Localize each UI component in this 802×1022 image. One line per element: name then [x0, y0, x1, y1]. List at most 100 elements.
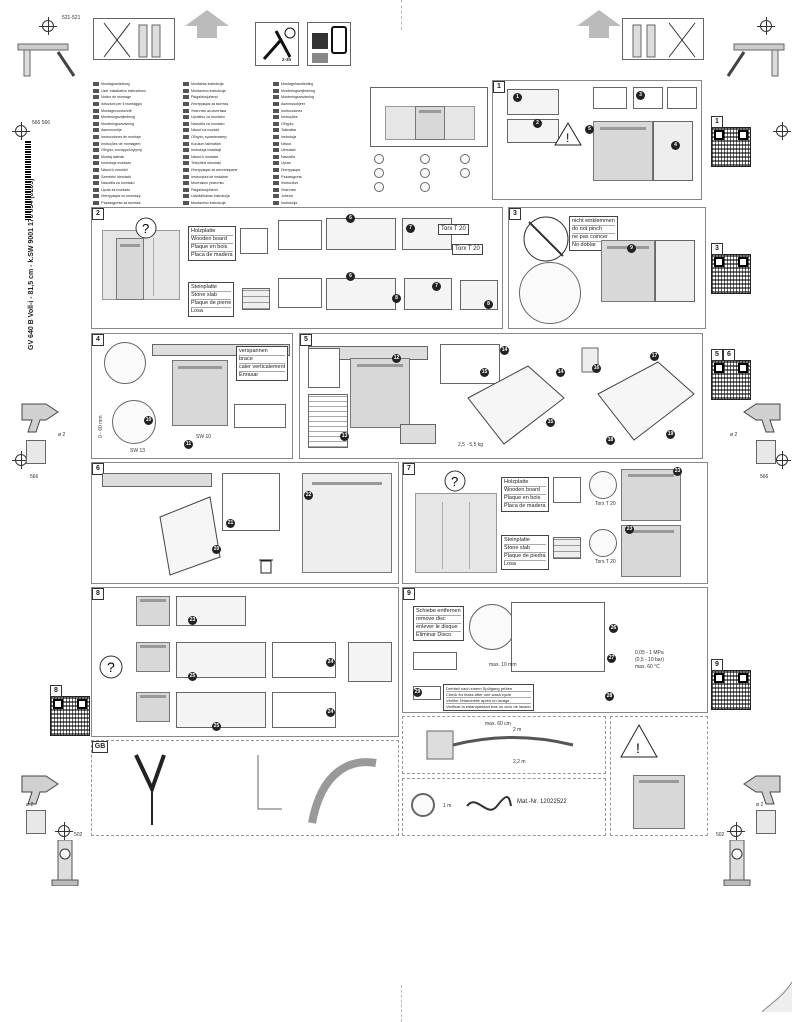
- bullet-24: 24: [326, 708, 335, 717]
- language-label: Montāžas instrukcija: [191, 82, 224, 87]
- drill-dia: ø 2: [756, 802, 764, 808]
- language-row: Kurulum talimatları: [183, 140, 267, 147]
- bullet-28: 28: [605, 692, 614, 701]
- step-5-panel: 5 2,5 - 5,5 kg 12 13 14 14 15 15 16 17 1…: [299, 333, 703, 459]
- qr-tag: 5: [711, 349, 723, 361]
- accessory-parts: [370, 150, 490, 202]
- cross-detail: [667, 87, 697, 109]
- language-label: Инструкции за инсталиране: [191, 168, 238, 173]
- language-row: Paigaldusjuhend: [183, 187, 267, 194]
- brick-icon: [553, 537, 581, 559]
- torx-label: Torx T 20: [452, 244, 483, 255]
- countertop-right-bottom: [404, 278, 452, 310]
- drill-dia: ø 2: [26, 802, 34, 808]
- label-line: Placa de madera: [191, 252, 233, 258]
- dishwasher-front: [136, 642, 170, 672]
- wrench-size: SW 10: [196, 434, 212, 440]
- no-bend-icon: [523, 216, 569, 262]
- language-label: Инструкция: [281, 168, 301, 173]
- dishwasher-open: [302, 473, 392, 573]
- hose-clip-circle: [469, 604, 515, 650]
- language-label: Kurulum talimatları: [191, 141, 221, 146]
- flag-icon: [273, 102, 279, 107]
- language-label: Montagehandleiding: [281, 82, 314, 87]
- language-label: Монтажно упатство: [191, 181, 224, 186]
- language-row: Monteringsvejledning: [93, 114, 177, 121]
- language-label: Montavimo instrukcija: [191, 200, 226, 205]
- part-6: [420, 182, 430, 192]
- flag-icon: [183, 181, 189, 186]
- hose-detail-circle: [519, 262, 581, 324]
- flag-icon: [273, 161, 279, 166]
- drill-hole-detail: [26, 440, 46, 464]
- flag-icon: [273, 174, 279, 179]
- language-row: Montageanleitung: [93, 81, 177, 88]
- bullet-10: 10: [144, 416, 153, 425]
- hose-dim: max. 60 cm: [485, 721, 511, 727]
- label-line: Verificar la estanqueidad tras un ciclo …: [446, 704, 531, 709]
- label-line: Holzplatte: [504, 479, 546, 487]
- door-panel-swing: [159, 496, 221, 576]
- foot-bracket-illustration: [50, 839, 80, 887]
- language-label: User Installation instructions: [101, 88, 146, 93]
- flag-icon: [183, 95, 189, 100]
- language-row: Instrucciones: [273, 107, 357, 114]
- dishwasher-installed: [621, 525, 681, 577]
- language-row: Uzstādīšanas instrukcija: [183, 193, 267, 200]
- language-row: Instrukcija: [273, 200, 357, 207]
- language-row: Instrucţiuni de instalare: [183, 173, 267, 180]
- dishwasher-illustration: [593, 121, 653, 181]
- panel-mount-illustration: [581, 347, 695, 441]
- part-8: [460, 168, 470, 178]
- cabinet-top-strip: [102, 473, 212, 487]
- pressure-bar: (0,5 - 10 bar): [635, 657, 664, 663]
- language-label: Instrukcja: [281, 135, 297, 140]
- toe-kick-detail: [176, 596, 246, 626]
- label-line: nicht einklemmen: [572, 218, 615, 226]
- flag-icon: [183, 174, 189, 179]
- pliers-icon: [134, 754, 166, 825]
- up-arrow-icon: [577, 10, 621, 26]
- bullet-20: 20: [212, 545, 221, 554]
- language-row: Упатство: [273, 187, 357, 194]
- cabinet-corner-illustration: [724, 40, 794, 78]
- flag-icon: [183, 82, 189, 87]
- language-row: Návod k montáži: [93, 167, 177, 174]
- qr-tag: 9: [711, 659, 723, 671]
- language-row: Instrukcja instalacji: [183, 147, 267, 154]
- step-number: 4: [92, 334, 104, 346]
- language-label: Navodila: [281, 154, 295, 159]
- door-panel-illustration: [440, 344, 500, 384]
- bullet-15: 15: [546, 418, 555, 427]
- language-label: Uputa za montažu: [101, 187, 131, 192]
- bullet-14: 14: [556, 368, 565, 377]
- hose-routing-box: max. 60 cm 2 m 2,2 m: [402, 716, 606, 774]
- flag-icon: [93, 128, 99, 133]
- flag-icon: [183, 128, 189, 133]
- language-row: Montāžas instrukcija: [183, 81, 267, 88]
- up-arrow-icon: [185, 10, 229, 26]
- up-arrow-stem: [197, 26, 217, 38]
- language-row: Juhend: [273, 193, 357, 200]
- flag-icon: [273, 108, 279, 113]
- label-line: ne pas coincer: [572, 234, 615, 242]
- question-icon: ?: [444, 470, 466, 492]
- dishwasher-front: [136, 596, 170, 626]
- language-label: Talimatlar: [281, 128, 297, 133]
- step-number: GB: [92, 741, 108, 753]
- flag-icon: [273, 148, 279, 153]
- language-row: Monteringsanvisning: [273, 94, 357, 101]
- flag-icon: [93, 88, 99, 93]
- flag-icon: [183, 168, 189, 173]
- torx-label: Torx T 20: [438, 224, 469, 235]
- cross-icon: [103, 22, 161, 58]
- step-number: 1: [493, 81, 505, 93]
- check-icon-box: [593, 87, 627, 109]
- fold-line: [401, 0, 402, 30]
- language-row: User Installation instructions: [93, 88, 177, 95]
- dishwasher-front: [172, 360, 228, 426]
